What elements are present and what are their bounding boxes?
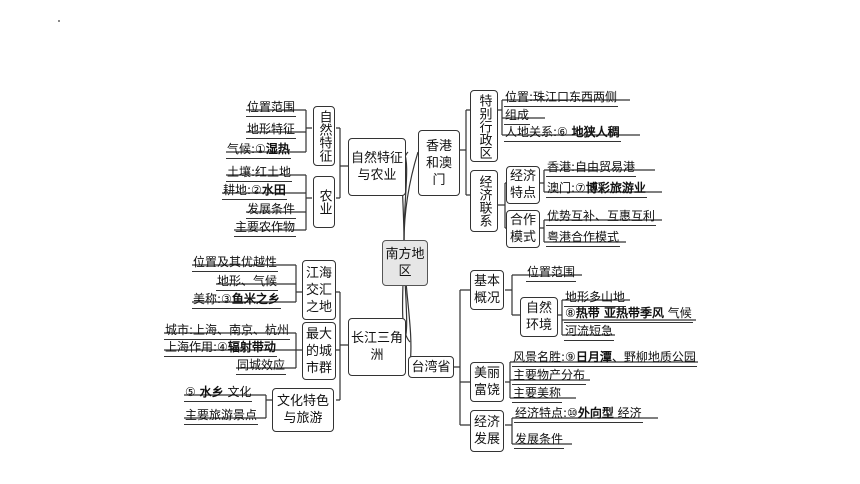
hk-econ-node: 经济联系 — [470, 170, 498, 232]
agri-conditions: 发展条件 — [246, 202, 297, 219]
tw-river: 河流短急 — [564, 324, 615, 341]
rs-name-prefix: 美称:③ — [193, 292, 232, 306]
city-role: 上海作用:④辐射带动 — [164, 340, 277, 357]
city-effect: 同城效应 — [236, 358, 287, 375]
econ-feature-suffix: 经济 — [617, 406, 642, 420]
hkmo-node: 香港和澳门 — [418, 130, 460, 196]
rich-label: 美丽富饶 — [473, 366, 500, 398]
taiwan-node: 台湾省 — [408, 356, 454, 378]
mo-feature: 澳门:⑦博彩旅游业 — [546, 181, 647, 198]
rs-terrain: 地形、气候 — [216, 274, 279, 291]
tw-scenic: 风景名胜:⑨日月潭、野柳地质公园 — [512, 350, 697, 367]
tw-products: 主要物产分布 — [512, 368, 587, 385]
sar-compose: 组成 — [504, 108, 531, 125]
scenic-prefix: 风景名胜:⑨ — [513, 350, 576, 364]
climate-prefix: 气候:① — [227, 142, 266, 156]
culture-suffix: 文化 — [227, 385, 252, 399]
agri-soil: 土壤:红土地 — [226, 165, 293, 182]
tw-econ-node: 经济发展 — [470, 410, 504, 452]
sar-label: 特别行政区 — [476, 93, 492, 159]
tw-names: 主要美称 — [512, 386, 563, 403]
agri-label: 农业 — [316, 189, 332, 215]
hk-econ-label: 经济联系 — [476, 175, 492, 227]
natural-item-terrain: 地形特征 — [246, 122, 297, 139]
agri-node: 农业 — [313, 176, 335, 228]
sar-relation: 人地关系:⑥ 地狭人稠 — [504, 125, 621, 142]
culture-answer: 水乡 — [199, 385, 224, 399]
culture-node: 文化特色与旅游 — [272, 388, 334, 432]
natural-item-climate: 气候:①湿热 — [226, 142, 291, 159]
tw-terrain: 地形多山地 — [564, 290, 627, 307]
natural-item-location: 位置范围 — [246, 100, 297, 117]
culture-spots: 主要旅游景点 — [184, 408, 259, 425]
river-sea-node: 江海交汇之地 — [302, 260, 336, 320]
basic-node: 基本概况 — [470, 270, 504, 310]
role-prefix: 上海作用:④ — [165, 340, 228, 354]
role-answer: 辐射带动 — [227, 340, 276, 354]
culture-label: 文化特色与旅游 — [276, 394, 329, 426]
farm-answer: 水田 — [261, 183, 286, 197]
hkmo-label: 香港和澳门 — [425, 138, 452, 188]
econ-features-node: 经济特点 — [506, 166, 540, 204]
econ-features-label: 经济特点 — [509, 169, 536, 201]
scenic-answer: 日月潭 — [575, 350, 612, 364]
rs-name: 美称:③鱼米之乡 — [192, 292, 281, 309]
river-sea-label: 江海交汇之地 — [305, 265, 332, 315]
culture-prefix: ⑤ — [185, 385, 196, 399]
natural-label: 自然特征 — [316, 110, 332, 162]
rs-name-answer: 鱼米之乡 — [231, 292, 280, 306]
tw-econ-label: 经济发展 — [473, 415, 500, 447]
tw-climate: ⑧热带 亚热带季风 气候 — [564, 306, 693, 323]
ziran-label: 自然特征与农业 — [351, 151, 404, 183]
econ-feature-answer: 外向型 — [577, 406, 614, 420]
changjiang-label: 长江三角洲 — [351, 331, 404, 363]
hk-feature: 香港:自由贸易港 — [546, 160, 637, 177]
tw-econ-feature: 经济特点:⑩外向型 经济 — [514, 406, 643, 423]
natural-node: 自然特征 — [313, 106, 335, 166]
relation-answer: 地狭人稠 — [571, 125, 620, 139]
coop-item2: 粤港合作模式 — [546, 230, 621, 247]
sar-location: 位置:珠江口东西两侧 — [504, 90, 619, 107]
center-node: 南方地区 — [382, 240, 428, 286]
tw-climate-answer: 热带 亚热带季风 — [575, 306, 664, 320]
basic-label: 基本概况 — [473, 274, 500, 306]
ziran-node: 自然特征与农业 — [348, 138, 406, 196]
coop-item1: 优势互补、互惠互利 — [546, 209, 657, 226]
rs-location: 位置及其优越性 — [192, 255, 279, 272]
farm-prefix: 耕地:② — [223, 183, 262, 197]
tw-econ-conditions: 发展条件 — [514, 432, 565, 449]
tw-climate-prefix: ⑧ — [565, 306, 576, 320]
sar-node: 特别行政区 — [470, 90, 498, 162]
city-list: 城市:上海、南京、杭州 — [164, 323, 291, 340]
stray-dot — [58, 20, 60, 22]
coop-label: 合作模式 — [509, 213, 536, 245]
changjiang-node: 长江三角洲 — [348, 318, 406, 376]
city-label: 最大的城市群 — [305, 326, 332, 376]
econ-feature-prefix: 经济特点:⑩ — [515, 406, 578, 420]
mo-answer: 博彩旅游业 — [585, 181, 646, 195]
rich-node: 美丽富饶 — [470, 362, 504, 402]
climate-answer: 湿热 — [265, 142, 290, 156]
tw-env-node: 自然环境 — [520, 297, 558, 337]
culture-item: ⑤ 水乡 文化 — [184, 385, 253, 402]
center-label: 南方地区 — [385, 247, 425, 279]
scenic-suffix: 、野柳地质公园 — [611, 350, 696, 364]
taiwan-label: 台湾省 — [411, 359, 451, 375]
mo-prefix: 澳门:⑦ — [547, 181, 586, 195]
tw-climate-suffix: 气候 — [667, 306, 692, 320]
relation-prefix: 人地关系:⑥ — [505, 125, 568, 139]
agri-farm: 耕地:②水田 — [222, 183, 287, 200]
coop-node: 合作模式 — [506, 210, 540, 248]
agri-crops: 主要农作物 — [234, 220, 297, 237]
tw-env-label: 自然环境 — [525, 301, 552, 333]
tw-location: 位置范围 — [526, 265, 577, 282]
city-node: 最大的城市群 — [302, 322, 336, 380]
